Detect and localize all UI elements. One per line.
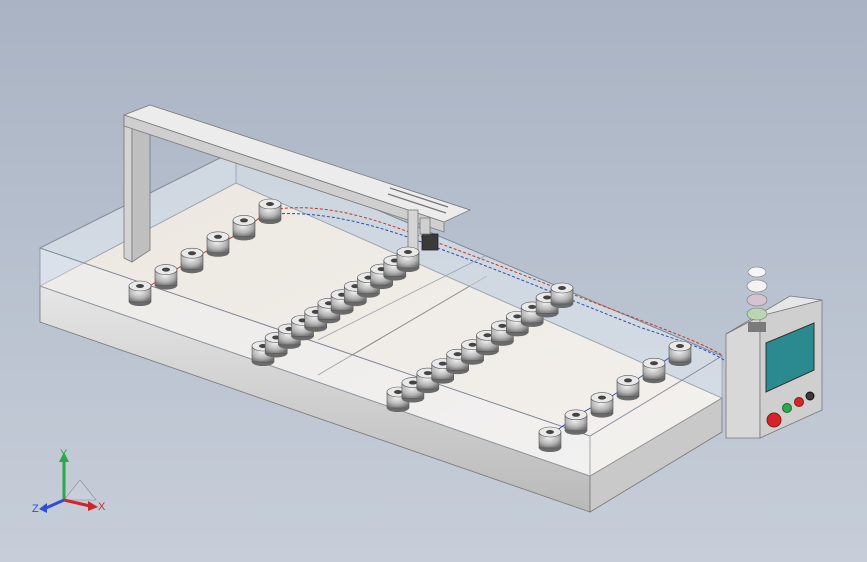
gantry-tool-head: [421, 233, 439, 251]
fixture-center-right-11-hole: [543, 295, 552, 300]
fixture-left-arc-1: [128, 280, 152, 306]
fixture-left-arc-5-hole: [240, 218, 248, 223]
fixture-left-arc-6-hole: [266, 202, 274, 206]
fixture-center-right-8-hole: [498, 323, 507, 328]
fixture-center-right-6-hole: [468, 342, 477, 347]
fixture-center-right-3: [416, 367, 440, 394]
fixture-center-right-9-hole: [513, 314, 522, 319]
fixture-left-arc-2-hole: [162, 267, 170, 272]
fixture-center-left-4: [291, 315, 314, 341]
fixture-right-arc-5-hole: [650, 361, 658, 366]
z-axis-arrow: [39, 503, 47, 513]
fixture-center-right-1-hole: [394, 390, 402, 394]
fixture-right-arc-4-hole: [624, 378, 632, 383]
cable-red: [269, 207, 723, 356]
gantry-slot-2: [387, 193, 447, 214]
x-axis-label: X: [98, 501, 106, 513]
selector-button[interactable]: [805, 391, 815, 401]
signal-light-green: [746, 307, 768, 321]
fixture-right-arc-3: [590, 392, 614, 418]
fixture-right-arc-6-hole: [676, 344, 684, 348]
signal-light-white: [746, 279, 768, 293]
axis-triad: Y X Z: [32, 448, 106, 515]
fixture-center-right-12: [550, 282, 574, 308]
gantry-tool-block: [419, 217, 431, 235]
fixture-left-arc-3-hole: [188, 251, 196, 256]
fixture-left-arc-6: [258, 198, 282, 224]
fixture-right-arc-2-hole: [572, 412, 580, 417]
fixture-center-right-5-hole: [453, 352, 462, 357]
start-button[interactable]: [782, 403, 792, 413]
fixture-group: [128, 198, 692, 452]
fixture-left-arc-3: [180, 247, 204, 274]
glass-divider: [317, 254, 488, 341]
fixture-left-arc-2: [154, 264, 178, 290]
z-axis-line: [45, 498, 65, 510]
x-axis-line: [63, 498, 91, 508]
hmi-screen[interactable]: [765, 322, 815, 393]
signal-light-amber: [746, 293, 768, 307]
fixture-center-right-4-hole: [438, 361, 447, 366]
fixture-right-arc-3-hole: [598, 395, 606, 400]
fixture-right-arc-5: [642, 357, 666, 384]
signal-light-cap: [747, 266, 767, 278]
gantry-carriage: [407, 209, 419, 251]
x-axis-arrow: [88, 501, 98, 511]
signal-tower-base: [748, 322, 766, 332]
glass-top-rim: [38, 149, 723, 437]
fixture-right-arc-6: [668, 340, 692, 366]
fixture-left-arc-1-hole: [136, 284, 144, 288]
deck-seam: [317, 275, 488, 376]
gantry-slot-1: [389, 187, 449, 208]
fixture-right-arc-2: [564, 409, 588, 435]
gantry-post: [123, 114, 133, 263]
fixture-center-right-10-hole: [528, 304, 537, 309]
triad-plane: [63, 479, 97, 501]
fixture-center-right-7-hole: [483, 333, 492, 338]
y-axis-arrow: [59, 452, 69, 462]
fixture-center-right-2-hole: [408, 380, 417, 385]
fixture-center-right-3-hole: [423, 371, 432, 376]
fixture-left-arc-4-hole: [214, 234, 222, 239]
y-axis-label: Y: [60, 448, 68, 460]
fixture-right-arc-1-hole: [546, 430, 554, 434]
fixture-center-left-12-hole: [404, 250, 412, 254]
cabinet-front: [725, 315, 761, 439]
fixture-left-arc-4: [206, 231, 230, 257]
fixture-center-right-12-hole: [558, 286, 566, 290]
fixture-right-arc-4: [616, 375, 640, 401]
fixture-left-arc-5: [232, 215, 256, 241]
reset-button[interactable]: [794, 397, 804, 407]
gantry-beam-front: [123, 114, 445, 233]
fixture-center-left-12: [396, 246, 420, 272]
fixture-right-arc-1: [538, 426, 562, 452]
z-axis-label: Z: [32, 503, 39, 515]
emergency-stop-button[interactable]: [766, 412, 782, 428]
